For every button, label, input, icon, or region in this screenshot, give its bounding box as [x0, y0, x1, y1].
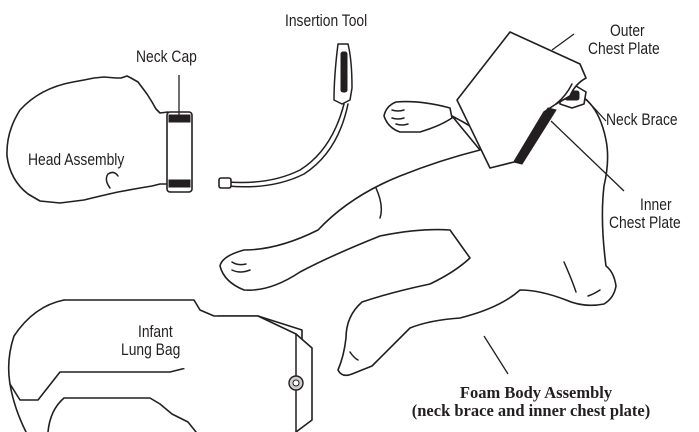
outer-chest-plate-label-line1: Outer	[610, 22, 645, 41]
head-assembly-label: Head Assembly	[28, 151, 124, 170]
body-raised-hand	[384, 102, 452, 132]
neck-cap-band-bottom	[169, 180, 190, 187]
insertion-tool-tip	[219, 178, 231, 188]
neck-brace-label: Neck Brace	[606, 111, 678, 130]
insertion-tool-label: Insertion Tool	[285, 12, 367, 31]
infant-lung-bag-label-line2: Lung Bag	[121, 341, 180, 360]
infant-lung-bag-label-line1: Infant	[138, 323, 173, 342]
inner-chest-plate-label-line1: Inner	[640, 196, 672, 215]
foam-body-assembly-sublabel: (neck brace and inner chest plate)	[368, 402, 694, 420]
insertion-tool-drawing	[219, 44, 352, 188]
infant-lung-bag-drawing	[9, 300, 312, 432]
outer-chest-plate-leader	[552, 34, 574, 50]
lung-bag-valve-center	[293, 380, 299, 386]
insertion-tool-shaft	[228, 104, 344, 183]
foam-body-leader	[484, 336, 508, 374]
insertion-tool-slot	[341, 52, 347, 92]
lung-bag-lower-lobe	[48, 398, 196, 432]
foam-body-assembly-label: Foam Body Assembly	[386, 384, 686, 402]
inner-chest-plate-label-line2: Chest Plate	[609, 214, 681, 233]
neck-cap-label: Neck Cap	[136, 48, 197, 67]
head-assembly-drawing	[7, 76, 192, 203]
outer-chest-plate-label-line2: Chest Plate	[588, 40, 660, 59]
head-outline	[7, 76, 168, 203]
